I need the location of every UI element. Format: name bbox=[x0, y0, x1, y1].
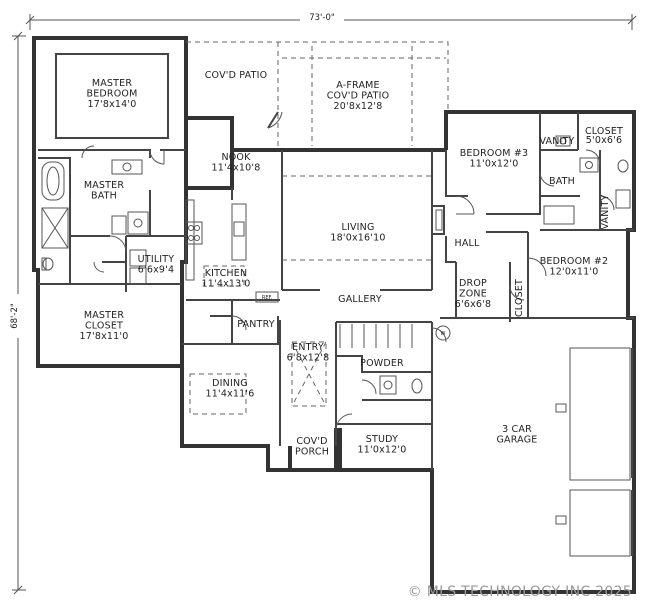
room-label: HALL bbox=[454, 238, 480, 249]
room-label: VANITY bbox=[539, 136, 574, 147]
overall-depth-label: 68'-2" bbox=[10, 303, 20, 329]
room-label: CLOSET bbox=[514, 279, 525, 317]
fixtures bbox=[41, 135, 633, 557]
room-label: BATH bbox=[549, 176, 575, 187]
room-label: GALLERY bbox=[338, 294, 382, 305]
room-label: POWDER bbox=[360, 358, 404, 369]
room-label: VANITY bbox=[600, 194, 611, 229]
copyright-watermark: © MLS TECHNOLOGY INC 2025 bbox=[407, 584, 632, 600]
washer-label: W bbox=[441, 331, 446, 337]
overall-width-label: 73'-0" bbox=[309, 13, 335, 23]
depth-dimension-line: 68'-2" bbox=[8, 31, 26, 595]
patio-outline bbox=[186, 41, 449, 150]
width-dimension-line: 73'-0" bbox=[25, 10, 637, 30]
ref-label: REF. bbox=[262, 295, 273, 301]
room-label: PANTRY bbox=[237, 319, 275, 330]
door-swings bbox=[81, 111, 615, 431]
room-label: COV'D PATIO bbox=[205, 70, 268, 81]
